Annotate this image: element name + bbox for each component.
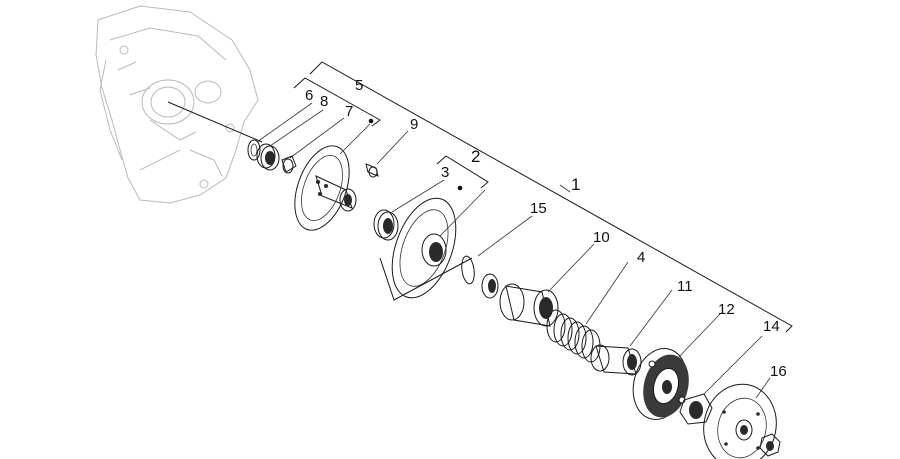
callout-15: 15 [530, 200, 547, 217]
engine-housing [95, 5, 259, 204]
callout-9: 9 [410, 116, 418, 133]
callout-16: 16 [770, 363, 787, 380]
part-16-clutch-bell [703, 383, 777, 459]
part-9-roller [365, 163, 379, 178]
part-10-hub [499, 283, 559, 327]
callout-11: 11 [677, 278, 693, 295]
callout-1: 1 [571, 175, 580, 194]
callout-2: 2 [471, 147, 480, 166]
callout-5: 5 [355, 77, 363, 94]
part-6-washer [247, 139, 261, 161]
bearing-after-15 [481, 273, 499, 299]
callout-14: 14 [763, 318, 780, 335]
bracket-group-5 [293, 77, 381, 127]
part-5-fixed-pulley [294, 145, 357, 231]
bracket-pulley-assembly [379, 257, 473, 301]
shaft-axis-line [167, 101, 263, 143]
nut [759, 433, 781, 457]
part-2-movable-pulley [391, 197, 457, 299]
part-4-spring [546, 309, 601, 363]
part-12-clutch [632, 348, 689, 420]
callout-10: 10 [593, 229, 610, 246]
part-11-sleeve [590, 344, 642, 376]
leader-1 [559, 184, 571, 193]
bracket-group-2 [436, 155, 489, 189]
part-3-bearing [373, 209, 399, 241]
bracket-group-1 [309, 61, 793, 333]
callout-12: 12 [718, 301, 735, 318]
leader-lines [256, 102, 771, 399]
part-7-sleeve [281, 155, 297, 174]
callout-labels: 1 2 3 4 5 6 7 8 9 10 11 12 14 15 16 [305, 77, 787, 380]
callout-6: 6 [305, 87, 313, 104]
callout-4: 4 [637, 249, 645, 266]
callout-8: 8 [320, 93, 328, 110]
callout-7: 7 [345, 103, 353, 120]
part-15-o-ring [461, 255, 475, 285]
callout-3: 3 [441, 164, 449, 181]
